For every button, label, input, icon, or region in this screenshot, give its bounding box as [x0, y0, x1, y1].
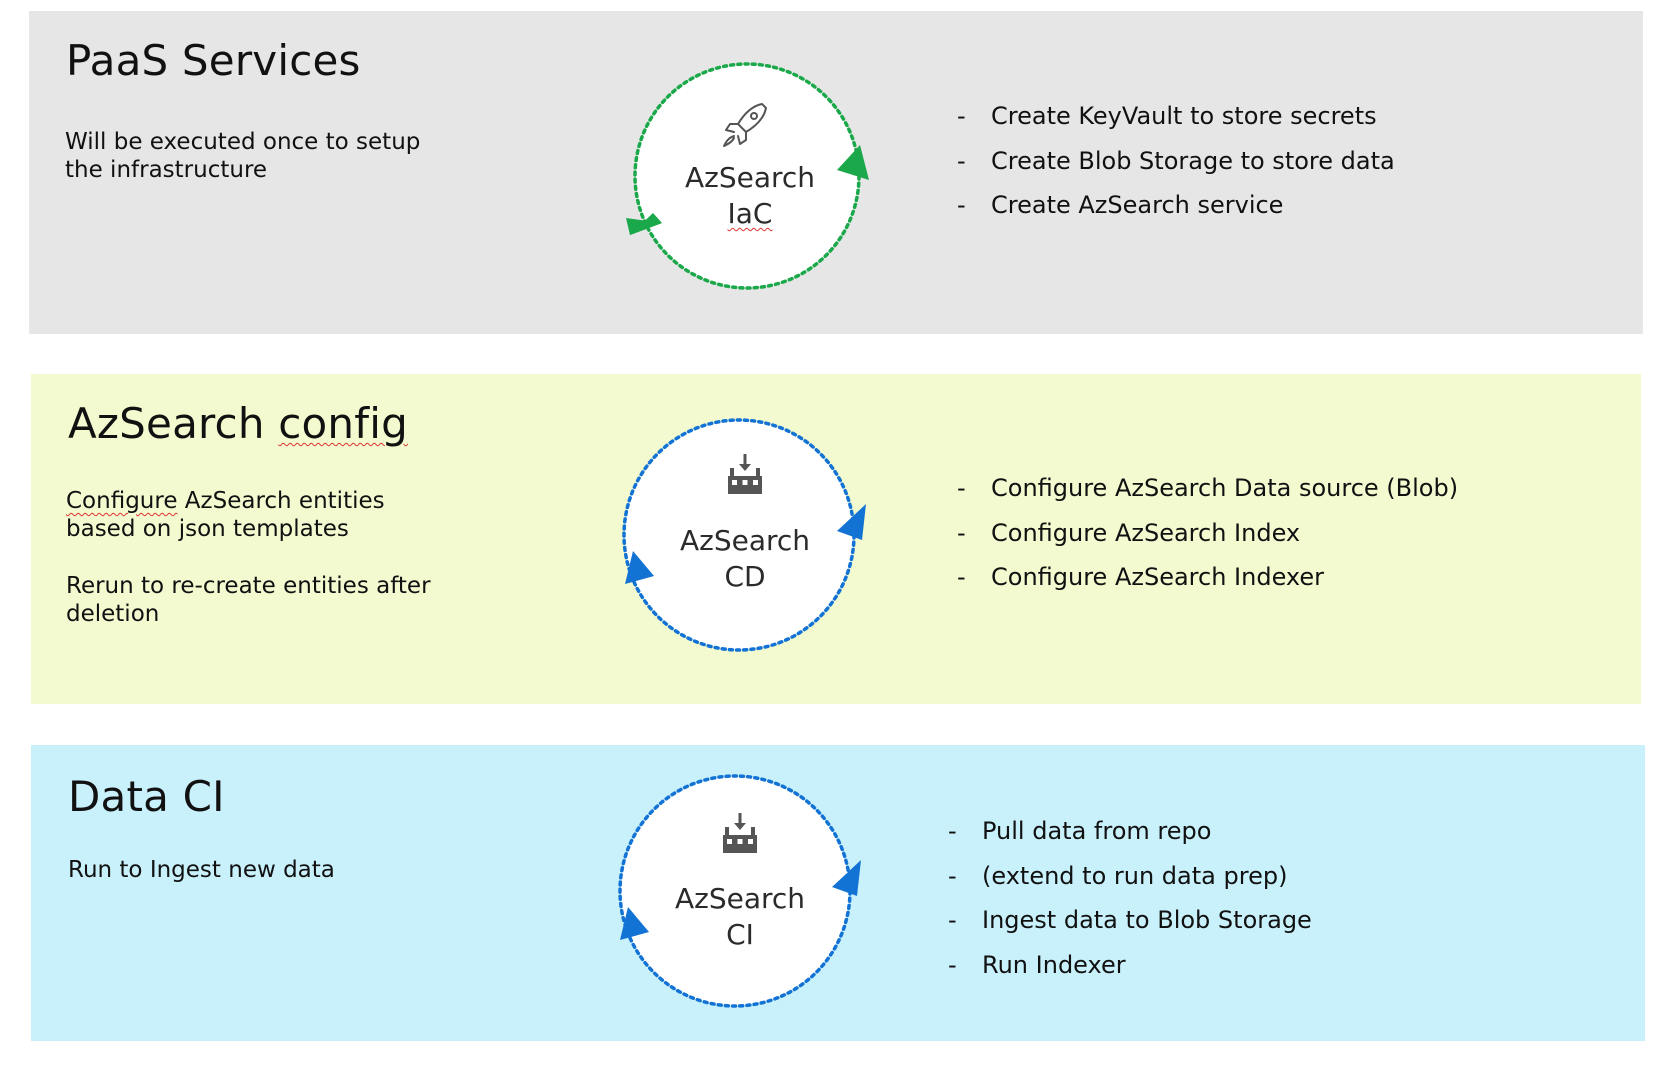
- rocket-icon: [723, 103, 767, 147]
- step-item: Configure AzSearch Indexer: [957, 563, 1458, 608]
- cycle-label: AzSearch CI: [674, 882, 806, 951]
- steps-list: Configure AzSearch Data source (Blob) Co…: [957, 474, 1458, 608]
- step-item: Configure AzSearch Index: [957, 519, 1458, 564]
- factory-download-icon: [728, 454, 762, 494]
- cycle-diagram-ci: AzSearch CI: [610, 757, 870, 1037]
- cycle-diagram-cd: AzSearch CD: [615, 398, 875, 678]
- section-title: PaaS Services: [66, 36, 361, 85]
- step-item: Create KeyVault to store secrets: [957, 102, 1395, 147]
- section-description: Will be executed once to setup the infra…: [65, 129, 421, 183]
- section-title: AzSearch config: [68, 399, 408, 448]
- step-item: Configure AzSearch Data source (Blob): [957, 474, 1458, 519]
- step-item: Create Blob Storage to store data: [957, 147, 1395, 192]
- factory-download-icon: [723, 813, 757, 853]
- step-item: Run Indexer: [948, 951, 1312, 996]
- steps-list: Create KeyVault to store secrets Create …: [957, 102, 1395, 236]
- section-title: Data CI: [68, 772, 225, 821]
- cycle-diagram-iac: AzSearch IaC: [620, 50, 880, 330]
- cycle-ring: [626, 62, 869, 290]
- cycle-label: AzSearch IaC: [684, 161, 816, 230]
- steps-list: Pull data from repo (extend to run data …: [948, 817, 1312, 995]
- cycle-label: AzSearch CD: [679, 524, 811, 593]
- step-item: Pull data from repo: [948, 817, 1312, 862]
- step-item: (extend to run data prep): [948, 862, 1312, 907]
- section-description: Configure AzSearch entities based on jso…: [66, 488, 431, 627]
- step-item: Create AzSearch service: [957, 191, 1395, 236]
- cycle-ring: [618, 774, 861, 1008]
- section-description: Run to Ingest new data: [68, 857, 335, 883]
- step-item: Ingest data to Blob Storage: [948, 906, 1312, 951]
- cycle-ring: [622, 418, 866, 652]
